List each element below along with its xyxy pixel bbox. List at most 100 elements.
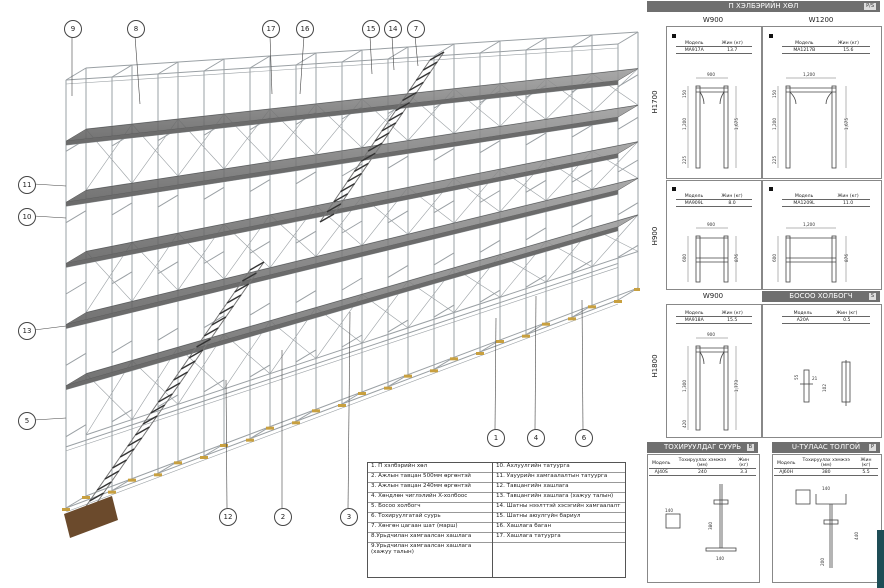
col-heading-w900: W900 <box>702 16 724 24</box>
legend-right-column: 10. Ахлуулгийн татуурга 11. Уауурийн хам… <box>493 463 625 577</box>
stair-tread <box>409 81 424 91</box>
deck-edge <box>66 190 618 329</box>
scaffold-decks <box>65 68 639 390</box>
ledger <box>65 352 87 366</box>
base-plate <box>588 305 596 309</box>
uhead-panel-tag: P <box>868 444 876 451</box>
stair-tread <box>360 152 376 162</box>
x-brace <box>591 141 639 190</box>
marker-square <box>672 187 676 191</box>
base-plate <box>476 352 484 355</box>
ledger <box>433 43 455 57</box>
leader-line <box>581 299 584 430</box>
model-code: MA917A <box>676 46 713 54</box>
joint-box <box>762 304 882 438</box>
stair-tread <box>388 112 404 122</box>
model-adjust: 380 <box>798 468 855 476</box>
callout-6: 6 <box>575 429 593 447</box>
stair-tread <box>395 102 410 112</box>
legend-item: 13. Тавцангийн хашлага (хажуу талын) <box>493 493 625 503</box>
model-code: MA909L <box>676 199 712 207</box>
callout-11: 11 <box>18 176 36 194</box>
ledger <box>157 327 179 341</box>
legend-item: 17. Хашлага татуурга <box>493 533 625 543</box>
base-plate <box>62 508 70 511</box>
stair-tread <box>180 360 196 370</box>
callout-5: 5 <box>18 412 36 430</box>
rail-mid <box>65 303 619 513</box>
ledger <box>479 239 501 253</box>
leader-line <box>269 35 273 95</box>
hdr-adjust: Тохируулах хэмжээ (мм) <box>673 458 732 469</box>
legend-item: 2. Ажлын тавцан 500мм өргөнтэй <box>368 473 492 483</box>
rail-front <box>65 43 619 81</box>
callout-16: 16 <box>296 20 314 38</box>
ledger <box>65 210 87 224</box>
ledger <box>249 179 271 192</box>
model-weight: 15.5 <box>712 316 752 324</box>
ledger <box>341 49 363 63</box>
leader-line <box>391 35 395 71</box>
deck-edge <box>66 80 618 146</box>
col-heading-w900-bottom: W900 <box>702 292 724 300</box>
ledger <box>387 319 409 333</box>
x-brace <box>591 68 639 113</box>
leader-line <box>347 311 351 509</box>
hdr-weight: Жин (кг) <box>711 193 752 200</box>
hdr-weight: Жин (кг) <box>823 310 870 317</box>
base-plate <box>200 456 208 459</box>
model-code: MA1217B <box>782 46 827 54</box>
stair-tread <box>374 132 390 142</box>
model-code: MA1209L <box>782 199 827 207</box>
stair-tread <box>135 426 150 436</box>
ledger <box>111 64 133 78</box>
legend-item: 16. Хашлага баган <box>493 523 625 533</box>
ledger <box>479 190 501 203</box>
ledger <box>617 159 639 173</box>
stair-tread <box>319 213 335 223</box>
hdr-model: Модель <box>782 40 827 47</box>
legend-item: 10. Ахлуулгийн татуурга <box>493 463 625 473</box>
callout-12: 12 <box>219 508 237 526</box>
stair-tread <box>150 404 166 414</box>
ledger <box>433 200 455 214</box>
ledger <box>157 61 179 75</box>
hdr-model: Модель <box>782 310 824 317</box>
base-plate <box>292 421 300 425</box>
legend-left-column: 1. П хэлбэрийн хөл 2. Ажлын тавцан 500мм… <box>368 463 493 577</box>
row-label-h1800: H1800 <box>651 354 659 378</box>
stair-tread <box>402 91 417 102</box>
base-plate <box>522 334 530 338</box>
frame-panel-header: П ХЭЛБЭРИЙН ХӨЛ P/S <box>647 1 880 12</box>
ledger <box>525 227 547 241</box>
stair-tread <box>165 382 181 392</box>
rail-mid <box>65 267 619 452</box>
model-code: AJ60H <box>774 468 799 476</box>
hdr-model: Модель <box>782 193 827 200</box>
row-label-h900: H900 <box>651 226 659 246</box>
hdr-weight: Жин (кг) <box>712 310 752 317</box>
base-plate <box>128 478 136 482</box>
hdr-model: Модель <box>676 310 713 317</box>
base-plate <box>542 322 550 326</box>
model-weight: 3.3 <box>731 468 756 476</box>
stair-tread <box>226 294 242 304</box>
ledger <box>433 304 455 318</box>
ledger <box>525 274 547 288</box>
base-panel-title: ТОХИРУУЛДАГ СУУРЬ <box>663 443 742 451</box>
model-weight: 13.7 <box>712 46 752 54</box>
scaffold-illustration <box>33 31 640 538</box>
stair-tread <box>127 437 143 447</box>
ledger <box>571 259 593 273</box>
ledger <box>249 240 271 254</box>
ledger <box>341 220 363 234</box>
ledger <box>433 252 455 266</box>
ledger <box>479 289 501 303</box>
hdr-model: Модель <box>676 193 712 200</box>
model-weight: 15.6 <box>826 46 870 54</box>
leader-line <box>33 325 67 331</box>
joint-panel-title: БОСОО ХОЛБОГЧ <box>789 292 853 300</box>
